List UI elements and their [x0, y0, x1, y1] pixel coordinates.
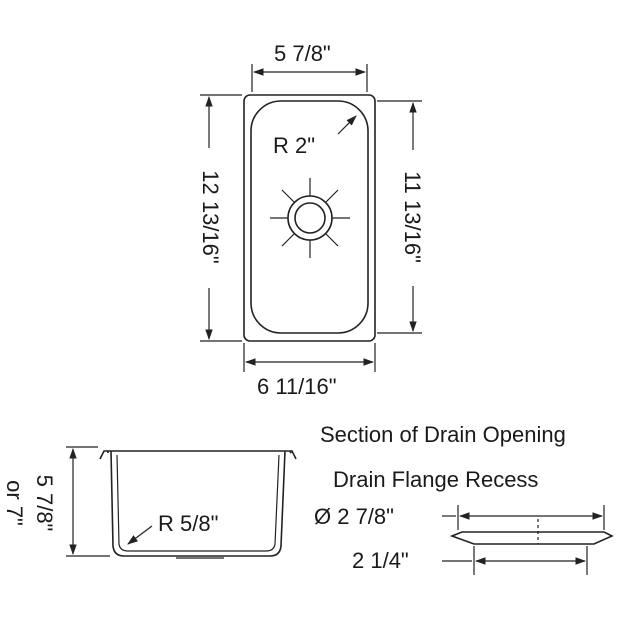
sink-profile-inner [116, 454, 280, 552]
top-view [200, 64, 422, 372]
radius-arrow [337, 115, 357, 135]
depth-alt-label: or 7" [2, 480, 27, 526]
sink-profile [99, 450, 297, 557]
outer-length-label: 12 13/16" [198, 170, 223, 264]
opening-diameter-label: 2 1/4" [352, 548, 409, 573]
drain-icon [270, 178, 350, 258]
flange-diameter-label: Ø 2 7/8" [314, 504, 394, 529]
inner-length-label: 11 13/16" [400, 171, 425, 263]
sink-outer-rim [243, 94, 376, 342]
outer-width-label: 6 11/16" [257, 374, 337, 399]
flange-profile [449, 531, 614, 545]
drain-section-title: Section of Drain Opening [320, 422, 566, 447]
corner-radius-label: R 2" [273, 133, 316, 158]
sink-inner-bowl [250, 100, 369, 334]
drain-section-subtitle: Drain Flange Recess [333, 467, 539, 492]
side-view [66, 446, 297, 559]
drain-section [442, 505, 614, 575]
depth-label: 5 7/8" [32, 474, 57, 532]
bottom-radius-label: R 5/8" [158, 511, 219, 536]
top-width-label: 5 7/8" [274, 41, 331, 66]
bottom-radius-arrow [127, 525, 153, 545]
